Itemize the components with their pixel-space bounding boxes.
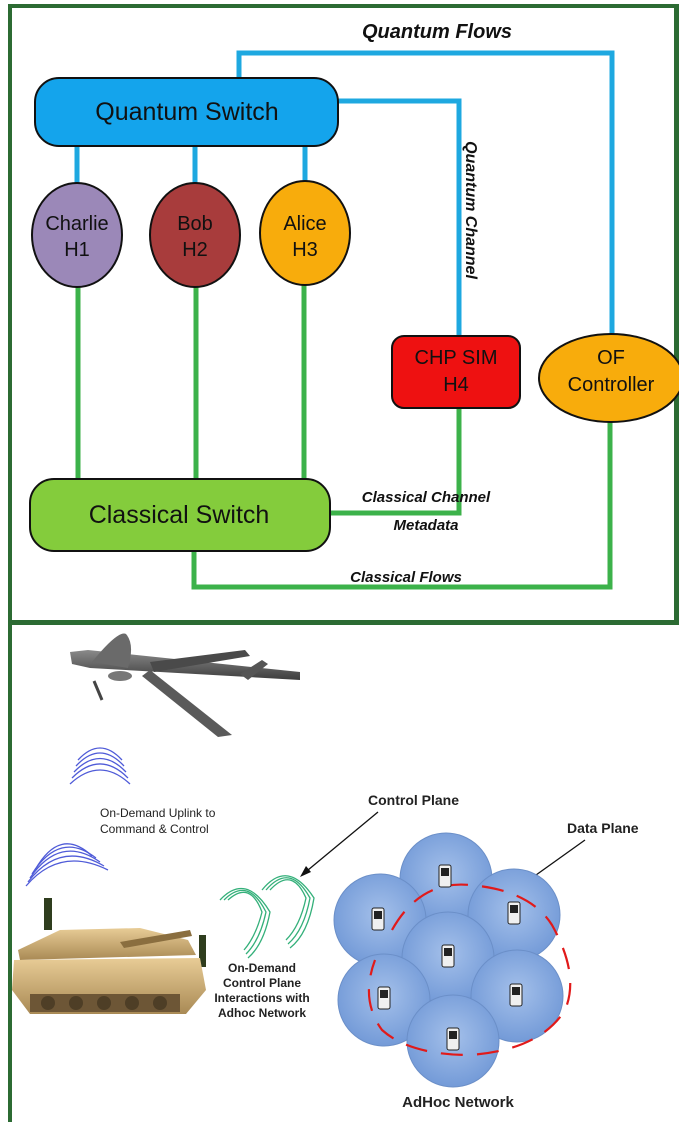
node-bob-h2: Bob H2 <box>150 183 240 287</box>
quantum-switch-label: Quantum Switch <box>95 98 278 126</box>
of-controller: OF Controller <box>539 334 679 422</box>
phone-icon <box>442 945 454 967</box>
of-controller-line1: OF <box>597 347 625 369</box>
node-alice-host: H3 <box>292 239 318 261</box>
quantum-switch: Quantum Switch <box>35 78 338 146</box>
chp-sim-h4: CHP SIM H4 <box>392 336 520 408</box>
node-charlie-host: H1 <box>64 239 90 261</box>
chp-sim-host: H4 <box>443 374 469 396</box>
control-plane-arrow <box>302 812 378 875</box>
control-plane-signal-icon <box>220 876 314 958</box>
interactions-line2: Control Plane <box>223 976 301 990</box>
phone-icon <box>378 987 390 1009</box>
adhoc-network-label: AdHoc Network <box>402 1094 514 1111</box>
node-bob-name: Bob <box>177 213 213 235</box>
classical-switch-label: Classical Switch <box>89 501 270 529</box>
tank-image <box>12 898 206 1014</box>
adhoc-network <box>334 833 570 1087</box>
classical-flows-label: Classical Flows <box>350 569 462 586</box>
quantum-flows-label: Quantum Flows <box>362 21 512 43</box>
of-controller-line2: Controller <box>568 374 655 396</box>
phone-icon <box>372 908 384 930</box>
node-charlie-h1: Charlie H1 <box>32 183 122 287</box>
classical-switch: Classical Switch <box>30 479 330 551</box>
uplink-label-line2: Command & Control <box>100 822 209 836</box>
quantum-channel-label: Quantum Channel <box>462 141 479 279</box>
phone-icon <box>439 865 451 887</box>
uplink-label-line1: On-Demand Uplink to <box>100 806 216 820</box>
phone-icon <box>508 902 520 924</box>
control-plane-label: Control Plane <box>368 792 459 808</box>
drone-image <box>70 634 300 737</box>
node-charlie-name: Charlie <box>45 213 108 235</box>
interactions-line3: Interactions with <box>214 991 309 1005</box>
quantum-channel-link <box>336 101 459 336</box>
interactions-line4: Adhoc Network <box>218 1006 306 1020</box>
data-plane-label: Data Plane <box>567 820 639 836</box>
phone-icon <box>447 1028 459 1050</box>
chp-sim-label: CHP SIM <box>415 347 498 369</box>
interactions-line1: On-Demand <box>228 961 296 975</box>
phone-icon <box>510 984 522 1006</box>
node-bob-host: H2 <box>182 239 208 261</box>
classical-channel-label: Classical Channel <box>362 489 491 506</box>
node-alice-h3: Alice H3 <box>260 181 350 285</box>
control-plane-arrowhead <box>300 866 311 877</box>
metadata-label: Metadata <box>393 517 458 534</box>
node-alice-name: Alice <box>283 213 326 235</box>
